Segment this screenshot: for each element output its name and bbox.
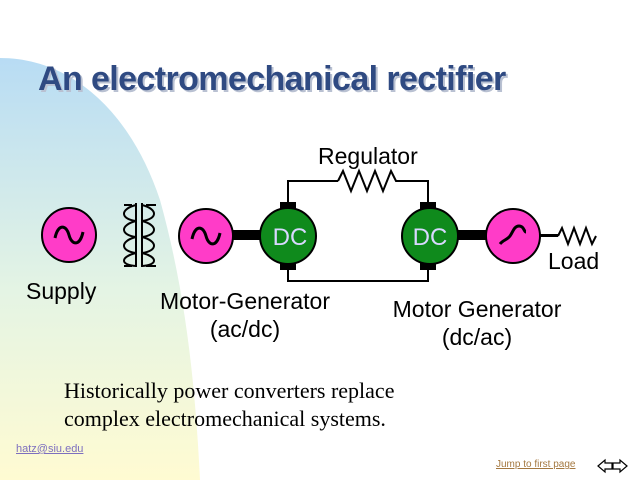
dc-label-left: DC: [273, 224, 308, 251]
body-line-1: Historically power converters replace: [64, 378, 395, 403]
supply-source: [41, 207, 97, 263]
dc-label-right: DC: [413, 224, 448, 251]
slide-title: An electromechanical rectifier: [38, 60, 506, 98]
load-label: Load: [548, 248, 600, 274]
sine-icon: [53, 225, 85, 245]
supply-label: Supply: [26, 278, 97, 304]
dc-generator-left: DC: [259, 202, 317, 270]
regulator-resistor: [337, 168, 400, 194]
next-arrow-icon[interactable]: [612, 458, 628, 474]
dc-motor-right: DC: [401, 202, 459, 270]
shaft-right: [456, 230, 496, 240]
shaft-left: [228, 230, 268, 240]
mg2-label: Motor Generator (dc/ac): [380, 295, 574, 351]
body-line-2: complex electromechanical systems.: [64, 406, 386, 431]
mg1-label-line2: (ac/dc): [209, 316, 281, 342]
mg2-label-line1: Motor Generator: [392, 296, 562, 322]
body-paragraph: Historically power converters replace co…: [64, 377, 484, 433]
mg2-label-line2: (dc/ac): [441, 324, 513, 350]
regulator-wire: [287, 180, 429, 282]
prev-arrow-icon[interactable]: [597, 458, 613, 474]
regulator-label: Regulator: [318, 143, 418, 169]
jump-to-first-page-link[interactable]: Jump to first page: [496, 459, 576, 470]
mg1-label-line1: Motor-Generator: [159, 288, 330, 314]
sine-icon: [498, 224, 527, 245]
mg1-label: Motor-Generator (ac/dc): [148, 287, 342, 343]
author-email-link[interactable]: hatz@siu.edu: [16, 443, 84, 455]
ac-motor-left: [178, 208, 234, 264]
load-resistor: [557, 225, 597, 247]
load-lead: [540, 234, 558, 237]
sine-icon: [190, 226, 222, 246]
transformer: [123, 203, 156, 267]
ac-generator-right: [485, 208, 541, 264]
